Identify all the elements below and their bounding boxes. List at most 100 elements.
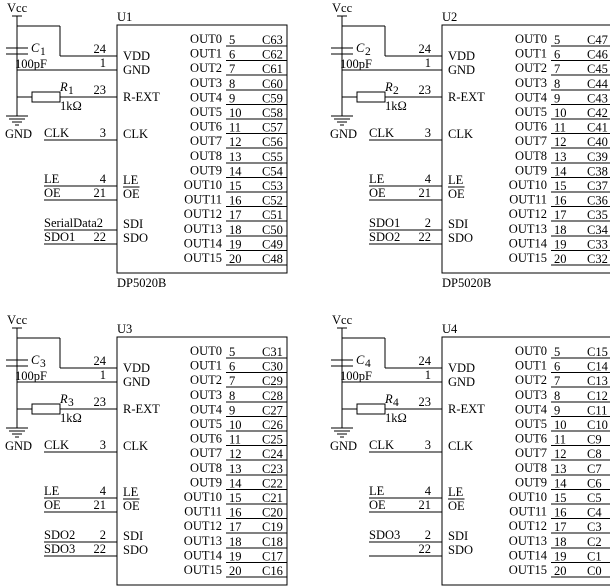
output-pin-label: OUT12 xyxy=(184,519,222,533)
output-pin-label: OUT8 xyxy=(190,149,222,163)
output-net-label: C4 xyxy=(587,506,602,520)
pin-gnd-label: GND xyxy=(123,375,150,389)
resistor-subscript: 3 xyxy=(68,397,74,409)
output-pin-label: OUT8 xyxy=(515,461,547,475)
resistor-letter: R xyxy=(384,392,393,406)
pin-number: 3 xyxy=(100,438,106,452)
output-pin-number: 16 xyxy=(554,194,567,208)
capacitor-value: 100pF xyxy=(15,57,47,71)
output-net-label: C47 xyxy=(587,33,608,47)
output-pin-number: 8 xyxy=(554,77,560,91)
output-pin-label: OUT0 xyxy=(190,344,222,358)
output-pin-number: 14 xyxy=(554,476,567,490)
output-pin-number: 6 xyxy=(554,48,560,62)
pin-number: 1 xyxy=(425,368,431,382)
output-net-label: C24 xyxy=(262,447,284,461)
output-net-label: C27 xyxy=(262,403,283,417)
capacitor-letter: C xyxy=(31,353,40,367)
output-pin-label: OUT9 xyxy=(515,475,547,489)
pin-number: 2 xyxy=(425,216,431,230)
output-net-label: C60 xyxy=(262,77,283,91)
pin-vdd-label: VDD xyxy=(123,361,150,375)
resistor-letter: R xyxy=(59,80,68,94)
output-pin-number: 16 xyxy=(229,194,242,208)
output-pin-number: 11 xyxy=(554,433,566,447)
output-pin-number: 13 xyxy=(229,462,242,476)
output-pin-label: OUT11 xyxy=(184,505,222,519)
output-net-label: C26 xyxy=(262,418,283,432)
pin-clk-label: CLK xyxy=(123,439,148,453)
output-net-label: C51 xyxy=(262,208,283,222)
driver-u3: VccC3100pFR31kΩGNDU3DP5020B24VDD1GND23R-… xyxy=(5,313,288,586)
capacitor-letter: C xyxy=(356,353,365,367)
pin-number: 23 xyxy=(419,83,432,97)
capacitor-subscript: 1 xyxy=(40,46,46,58)
output-pin-number: 14 xyxy=(554,164,567,178)
pin-number: 2 xyxy=(425,528,431,542)
output-net-label: C54 xyxy=(262,164,284,178)
net-label: LE xyxy=(369,484,385,498)
output-net-label: C46 xyxy=(587,48,608,62)
output-pin-number: 10 xyxy=(229,106,242,120)
output-pin-label: OUT14 xyxy=(509,236,548,250)
output-pin-number: 18 xyxy=(229,223,242,237)
output-pin-number: 6 xyxy=(229,48,235,62)
output-pin-number: 12 xyxy=(554,135,567,149)
pin-sdo-label: SDO xyxy=(123,231,148,245)
output-pin-label: OUT2 xyxy=(515,373,547,387)
output-pin-label: OUT12 xyxy=(509,207,547,221)
net-label: SerialData2 xyxy=(44,216,103,230)
output-pin-label: OUT15 xyxy=(509,251,547,265)
output-pin-number: 7 xyxy=(554,374,560,388)
pin-number: 23 xyxy=(419,395,432,409)
pin-number: 1 xyxy=(425,56,431,70)
output-pin-number: 15 xyxy=(554,491,567,505)
resistor-body xyxy=(356,403,386,415)
gnd-label: GND xyxy=(5,439,32,453)
output-net-label: C1 xyxy=(587,549,602,563)
output-pin-label: OUT1 xyxy=(515,359,547,373)
output-net-label: C16 xyxy=(262,564,283,578)
output-pin-number: 20 xyxy=(554,564,567,578)
output-pin-label: OUT0 xyxy=(190,32,222,46)
output-pin-label: OUT14 xyxy=(184,236,223,250)
output-pin-label: OUT15 xyxy=(509,563,547,577)
output-pin-number: 20 xyxy=(229,252,242,266)
output-net-label: C30 xyxy=(262,360,283,374)
output-pin-number: 18 xyxy=(554,535,567,549)
output-pin-label: OUT2 xyxy=(190,373,222,387)
pin-vdd-label: VDD xyxy=(123,49,150,63)
net-label: CLK xyxy=(369,126,394,140)
output-pin-number: 5 xyxy=(229,33,235,47)
output-pin-number: 16 xyxy=(554,506,567,520)
output-net-label: C21 xyxy=(262,491,283,505)
pin-number: 24 xyxy=(419,42,432,56)
output-net-label: C53 xyxy=(262,179,283,193)
pin-number: 24 xyxy=(419,354,432,368)
output-pin-label: OUT2 xyxy=(190,61,222,75)
output-pin-number: 10 xyxy=(229,418,242,432)
pin-number: 22 xyxy=(94,542,107,556)
pin-number: 3 xyxy=(425,126,431,140)
pin-oe-label: OE xyxy=(123,499,140,513)
pin-number: 4 xyxy=(425,172,432,186)
output-net-label: C23 xyxy=(262,462,283,476)
output-net-label: C42 xyxy=(587,106,608,120)
output-pin-label: OUT5 xyxy=(190,105,222,119)
ic-body xyxy=(116,24,288,274)
ic-body xyxy=(116,336,288,586)
vcc-label: Vcc xyxy=(332,313,353,327)
net-label: SDO3 xyxy=(369,528,400,542)
pin-sdi-label: SDI xyxy=(448,217,468,231)
pin-rext-label: R-EXT xyxy=(448,90,485,104)
resistor-value: 1kΩ xyxy=(385,411,407,425)
pin-number: 4 xyxy=(425,484,432,498)
output-pin-label: OUT13 xyxy=(184,222,222,236)
output-net-label: C20 xyxy=(262,506,283,520)
output-net-label: C61 xyxy=(262,62,283,76)
output-pin-label: OUT7 xyxy=(190,134,222,148)
output-pin-label: OUT12 xyxy=(509,519,547,533)
output-net-label: C49 xyxy=(262,237,283,251)
output-pin-number: 8 xyxy=(229,389,235,403)
output-net-label: C8 xyxy=(587,447,602,461)
